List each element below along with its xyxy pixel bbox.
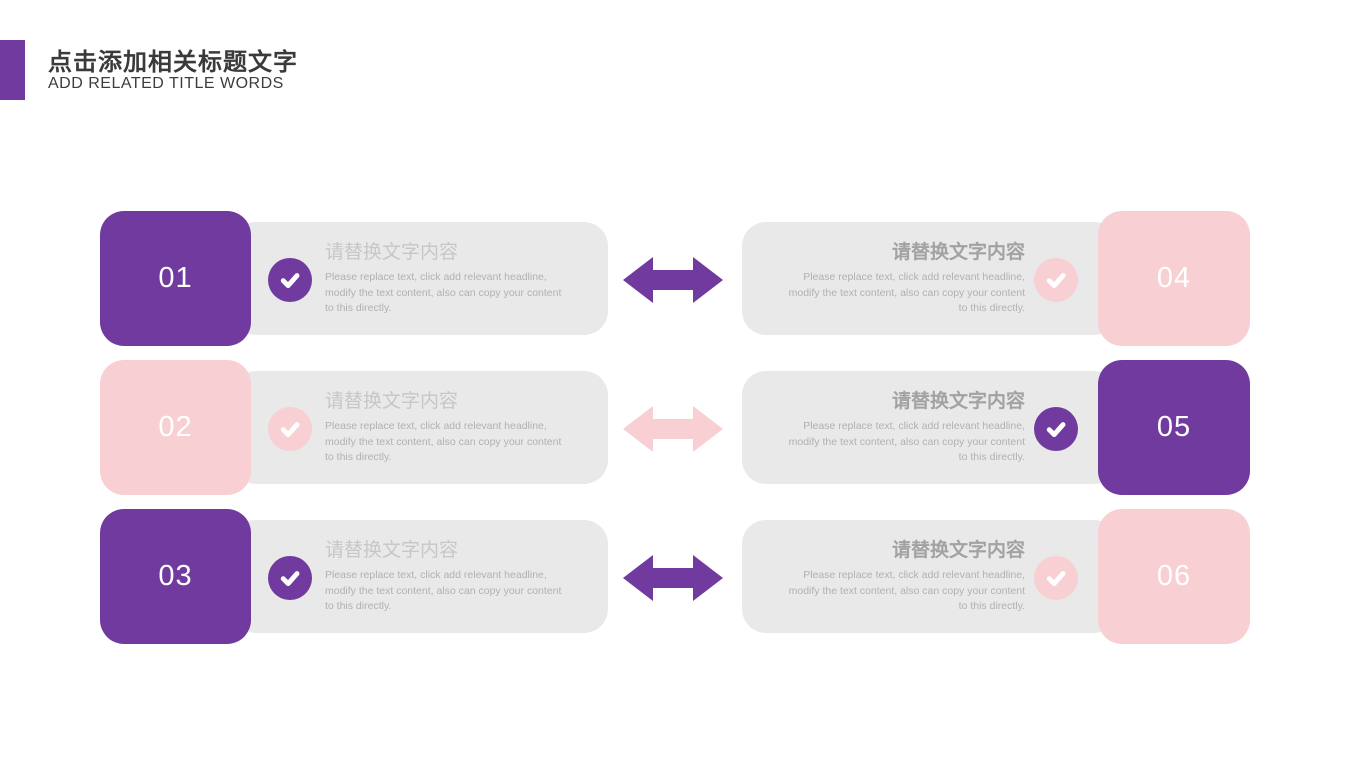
- card-number-tile: 04: [1098, 211, 1250, 346]
- check-icon: [268, 258, 312, 302]
- card-title: 请替换文字内容: [891, 391, 1025, 412]
- card-number-tile: 01: [100, 211, 251, 346]
- card-body: Please replace text, click add relevant …: [325, 271, 562, 314]
- double-arrow-icon: [623, 554, 723, 602]
- check-icon: [1034, 407, 1078, 451]
- card-title: 请替换文字内容: [325, 391, 459, 412]
- card-05[interactable]: 05 请替换文字内容 Please replace text, click ad…: [742, 360, 1250, 495]
- card-number-tile: 03: [100, 509, 251, 644]
- card-04[interactable]: 04 请替换文字内容 Please replace text, click ad…: [742, 211, 1250, 346]
- check-icon: [268, 407, 312, 451]
- double-arrow-icon: [623, 256, 723, 304]
- card-number: 04: [1156, 262, 1192, 294]
- card-title: 请替换文字内容: [891, 242, 1025, 263]
- card-number: 02: [158, 411, 193, 443]
- check-icon: [1034, 556, 1078, 600]
- page-title[interactable]: 点击添加相关标题文字: [48, 49, 298, 76]
- card-body: Please replace text, click add relevant …: [325, 420, 562, 463]
- card-03[interactable]: 03 请替换文字内容 Please replace text, click ad…: [100, 509, 608, 644]
- card-number: 01: [158, 262, 193, 294]
- card-body: Please replace text, click add relevant …: [788, 271, 1025, 314]
- card-number: 06: [1156, 560, 1192, 592]
- card-06[interactable]: 06 请替换文字内容 Please replace text, click ad…: [742, 509, 1250, 644]
- card-number: 05: [1156, 411, 1192, 443]
- page-subtitle[interactable]: ADD RELATED TITLE WORDS: [48, 75, 284, 92]
- card-body: Please replace text, click add relevant …: [788, 420, 1025, 463]
- card-number-tile: 06: [1098, 509, 1250, 644]
- card-text-block[interactable]: 请替换文字内容 Please replace text, click add r…: [755, 242, 1025, 317]
- check-icon: [268, 556, 312, 600]
- card-text-block[interactable]: 请替换文字内容 Please replace text, click add r…: [755, 391, 1025, 466]
- card-title: 请替换文字内容: [325, 242, 459, 263]
- card-number-tile: 02: [100, 360, 251, 495]
- card-01[interactable]: 01 请替换文字内容 Please replace text, click ad…: [100, 211, 608, 346]
- card-02[interactable]: 02 请替换文字内容 Please replace text, click ad…: [100, 360, 608, 495]
- card-title: 请替换文字内容: [325, 540, 459, 561]
- check-icon: [1034, 258, 1078, 302]
- card-body: Please replace text, click add relevant …: [325, 569, 562, 612]
- card-number: 03: [158, 560, 193, 592]
- card-text-block[interactable]: 请替换文字内容 Please replace text, click add r…: [325, 391, 595, 466]
- title-accent-bar: [0, 40, 25, 100]
- card-text-block[interactable]: 请替换文字内容 Please replace text, click add r…: [755, 540, 1025, 615]
- card-body: Please replace text, click add relevant …: [788, 569, 1025, 612]
- card-text-block[interactable]: 请替换文字内容 Please replace text, click add r…: [325, 540, 595, 615]
- double-arrow-icon: [623, 405, 723, 453]
- card-text-block[interactable]: 请替换文字内容 Please replace text, click add r…: [325, 242, 595, 317]
- card-title: 请替换文字内容: [891, 540, 1025, 561]
- card-number-tile: 05: [1098, 360, 1250, 495]
